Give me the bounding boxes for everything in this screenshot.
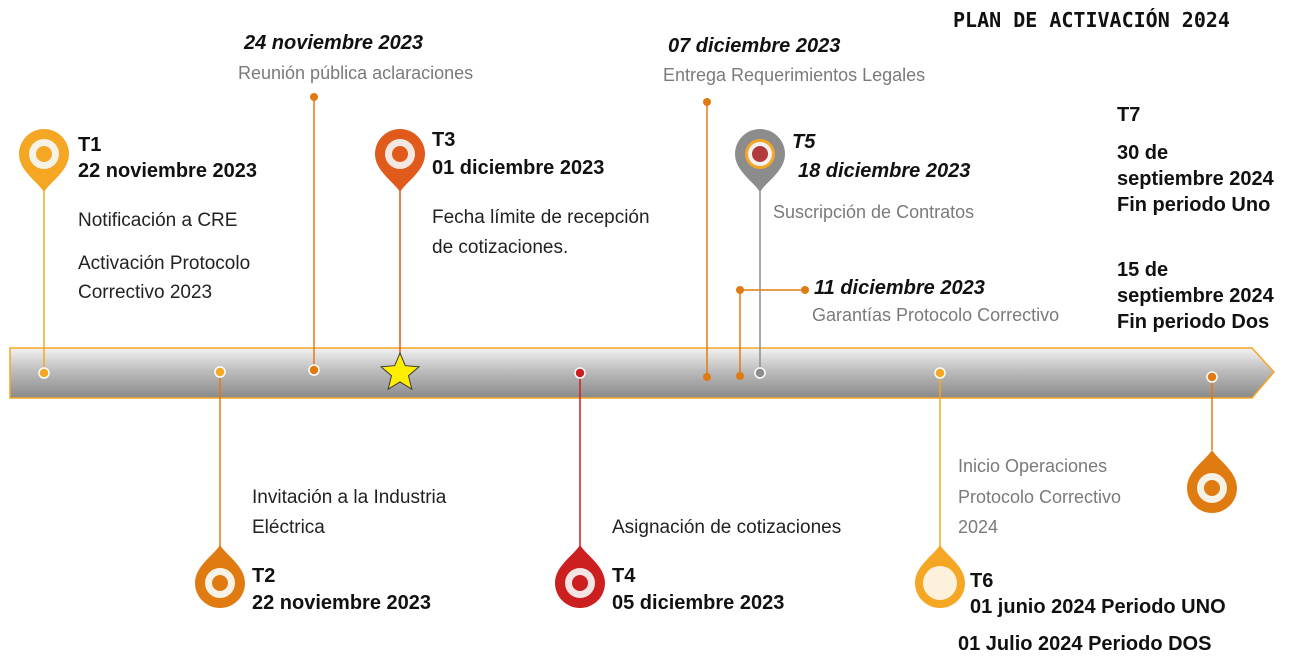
bar-dot-t6 <box>934 367 946 379</box>
t1-date: 22 noviembre 2023 <box>78 160 257 182</box>
t1-code: T1 <box>78 134 102 156</box>
dec07-desc: Entrega Requerimientos Legales <box>663 65 926 85</box>
t5-code: T5 <box>792 131 816 153</box>
bar-dot-t1 <box>38 367 50 379</box>
nov24-date: 24 noviembre 2023 <box>244 32 423 54</box>
bar-dot-dec07 <box>703 373 711 381</box>
nov24-desc: Reunión pública aclaraciones <box>238 63 474 83</box>
dec07-top-dot <box>703 98 711 106</box>
t6-desc-2: Protocolo Correctivo <box>958 487 1122 507</box>
dec11-right-dot <box>801 286 809 294</box>
t4-code: T4 <box>612 565 636 587</box>
bar-dot-t4 <box>574 367 586 379</box>
bar-dot-t5 <box>754 367 766 379</box>
bar-dot-t7 <box>1206 371 1218 383</box>
t3-desc-1: Fecha límite de recepción <box>432 207 650 228</box>
t6-code: T6 <box>970 570 994 592</box>
t7-b-2: septiembre 2024 <box>1117 285 1274 307</box>
t6-pin-icon <box>915 545 965 608</box>
t7-a-2: septiembre 2024 <box>1117 168 1274 190</box>
t1-desc-2: Activación Protocolo <box>78 253 251 274</box>
dec07-date: 07 diciembre 2023 <box>668 35 841 57</box>
t1-desc-1: Notificación a CRE <box>78 210 238 231</box>
t7-code: T7 <box>1117 104 1141 126</box>
t4-desc: Asignación de cotizaciones <box>612 517 842 538</box>
t3-code: T3 <box>432 129 456 151</box>
t2-desc-2: Eléctrica <box>252 517 325 538</box>
page-title: PLAN DE ACTIVACIÓN 2024 <box>953 8 1230 32</box>
t4-date: 05 diciembre 2023 <box>612 592 785 614</box>
t3-desc-2: de cotizaciones. <box>432 237 569 258</box>
t2-code: T2 <box>252 565 276 587</box>
t5-desc: Suscripción de Contratos <box>773 202 975 222</box>
t7-a-3: Fin periodo Uno <box>1117 194 1271 216</box>
dec11-date: 11 diciembre 2023 <box>814 277 985 299</box>
timeline-arrow-bar <box>9 347 1275 399</box>
t6-desc-1: Inicio Operaciones <box>958 456 1108 476</box>
t7-pin-icon <box>1187 450 1237 513</box>
t2-date: 22 noviembre 2023 <box>252 592 431 614</box>
t5-pin-icon <box>735 129 785 192</box>
t6-line-2: 01 Julio 2024 Periodo DOS <box>958 633 1212 655</box>
t4-pin-icon <box>555 545 605 608</box>
t7-a-1: 30 de <box>1117 142 1169 164</box>
t3-date: 01 diciembre 2023 <box>432 157 605 179</box>
dec11-desc: Garantías Protocolo Correctivo <box>812 305 1060 325</box>
t3-pin-icon <box>375 129 425 192</box>
t1-desc-3: Correctivo 2023 <box>78 282 213 303</box>
bar-dot-dec11 <box>736 372 744 380</box>
star-icon <box>379 351 421 391</box>
t6-line-1: 01 junio 2024 Periodo UNO <box>970 596 1226 618</box>
bar-dot-nov24 <box>308 364 320 376</box>
t2-pin-icon <box>195 545 245 608</box>
nov24-top-dot <box>310 93 318 101</box>
dec11-end-dot <box>736 286 744 294</box>
t7-b-3: Fin periodo Dos <box>1117 311 1270 333</box>
t5-date: 18 diciembre 2023 <box>798 160 971 182</box>
t1-pin-icon <box>19 129 69 192</box>
t6-desc-3: 2024 <box>958 517 999 537</box>
t2-desc-1: Invitación a la Industria <box>252 487 447 508</box>
bar-dot-t2 <box>214 366 226 378</box>
t7-b-1: 15 de <box>1117 259 1169 281</box>
